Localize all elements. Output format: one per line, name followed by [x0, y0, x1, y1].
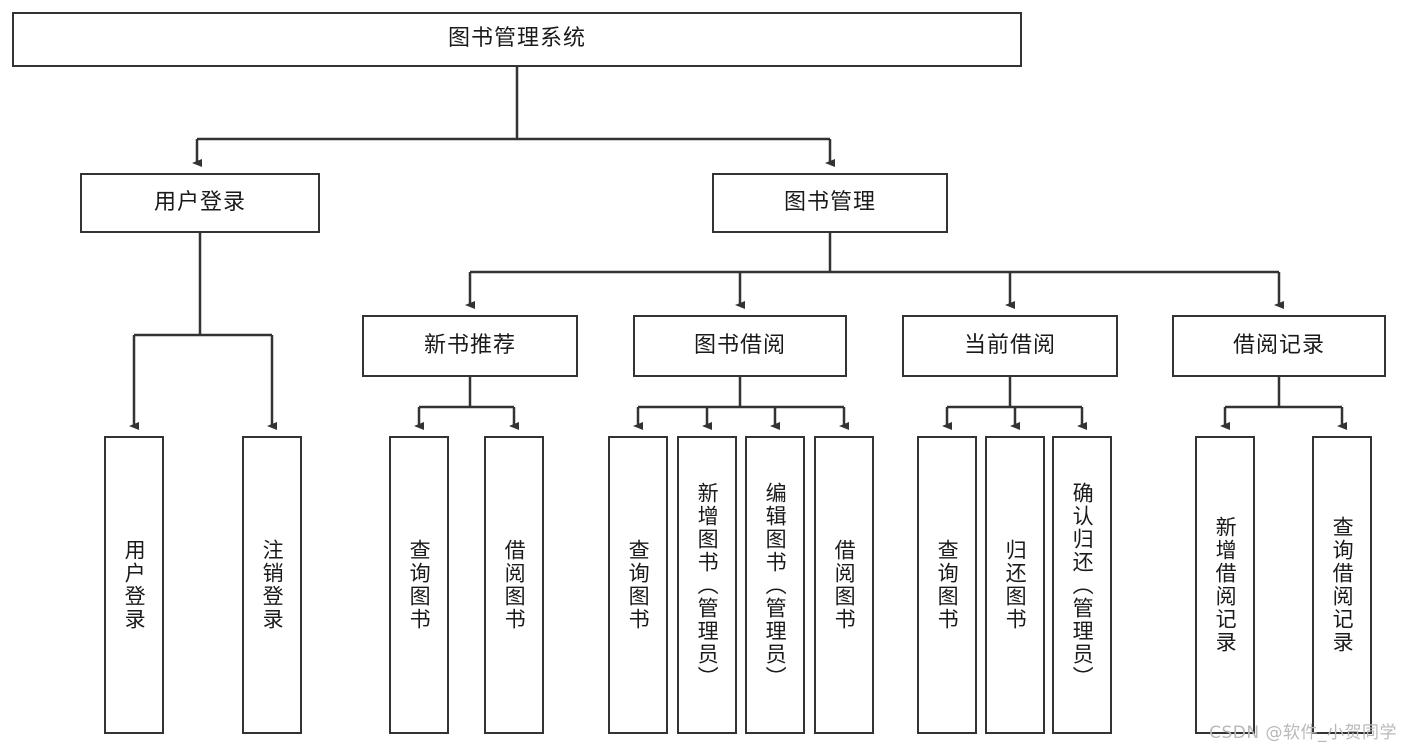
node-book-manage-label: 图书管理	[783, 189, 876, 215]
node-book-borrow[interactable]: 图书借阅	[633, 315, 847, 377]
node-current-borrow-label: 当前借阅	[963, 332, 1056, 358]
node-root-label: 图书管理系统	[447, 26, 586, 52]
node-leaf-edit-book[interactable]: 编辑图书（管理员）	[745, 436, 805, 734]
node-leaf-add-record[interactable]: 新增借阅记录	[1195, 436, 1255, 734]
node-leaf-confirm-return[interactable]: 确认归还（管理员）	[1052, 436, 1112, 734]
node-leaf-query-record[interactable]: 查询借阅记录	[1312, 436, 1372, 734]
node-leaf-borrow-book-2-label: 借阅图书	[832, 539, 857, 631]
node-new-book-rec[interactable]: 新书推荐	[362, 315, 578, 377]
node-book-manage[interactable]: 图书管理	[712, 173, 948, 233]
node-book-borrow-label: 图书借阅	[693, 332, 786, 358]
node-leaf-user-login-label: 用户登录	[122, 539, 147, 631]
node-leaf-query-book-3[interactable]: 查询图书	[917, 436, 977, 734]
node-leaf-borrow-book-2[interactable]: 借阅图书	[814, 436, 874, 734]
node-leaf-confirm-return-label: 确认归还（管理员）	[1070, 481, 1095, 689]
watermark-text: CSDN @软件_小贺同学	[1209, 723, 1397, 743]
node-leaf-return-book[interactable]: 归还图书	[985, 436, 1045, 734]
node-leaf-edit-book-label: 编辑图书（管理员）	[763, 481, 788, 689]
node-leaf-add-book-label: 新增图书（管理员）	[695, 481, 720, 689]
node-user-login-label: 用户登录	[153, 189, 246, 215]
node-leaf-query-book-2-label: 查询图书	[626, 539, 651, 631]
node-leaf-borrow-book-1-label: 借阅图书	[502, 539, 527, 631]
node-leaf-query-book-2[interactable]: 查询图书	[608, 436, 668, 734]
node-borrow-record[interactable]: 借阅记录	[1172, 315, 1386, 377]
node-borrow-record-label: 借阅记录	[1232, 332, 1325, 358]
node-leaf-return-book-label: 归还图书	[1003, 539, 1028, 631]
node-leaf-user-login[interactable]: 用户登录	[104, 436, 164, 734]
node-root[interactable]: 图书管理系统	[12, 12, 1022, 67]
node-user-login[interactable]: 用户登录	[80, 173, 320, 233]
node-current-borrow[interactable]: 当前借阅	[902, 315, 1118, 377]
node-leaf-add-record-label: 新增借阅记录	[1213, 516, 1238, 654]
node-new-book-rec-label: 新书推荐	[423, 332, 516, 358]
node-leaf-logout-label: 注销登录	[260, 539, 285, 631]
node-leaf-query-book-1[interactable]: 查询图书	[389, 436, 449, 734]
node-leaf-logout[interactable]: 注销登录	[242, 436, 302, 734]
node-leaf-query-record-label: 查询借阅记录	[1330, 516, 1355, 654]
node-leaf-add-book[interactable]: 新增图书（管理员）	[677, 436, 737, 734]
node-leaf-query-book-1-label: 查询图书	[407, 539, 432, 631]
node-leaf-query-book-3-label: 查询图书	[935, 539, 960, 631]
node-leaf-borrow-book-1[interactable]: 借阅图书	[484, 436, 544, 734]
